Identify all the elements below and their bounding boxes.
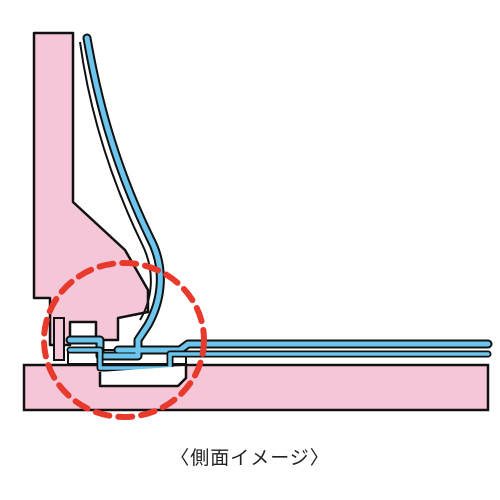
pink-post [53, 317, 65, 361]
blue-sheet [67, 35, 491, 359]
base-step [98, 366, 188, 388]
highlight-circle [41, 260, 207, 420]
blue-base-layer [68, 348, 490, 370]
sheet-inner-line [79, 41, 152, 321]
diagram-caption: 〈側面イメージ〉 [170, 447, 330, 469]
pink-base-panel [22, 363, 490, 412]
pink-wall-panel [32, 31, 150, 347]
